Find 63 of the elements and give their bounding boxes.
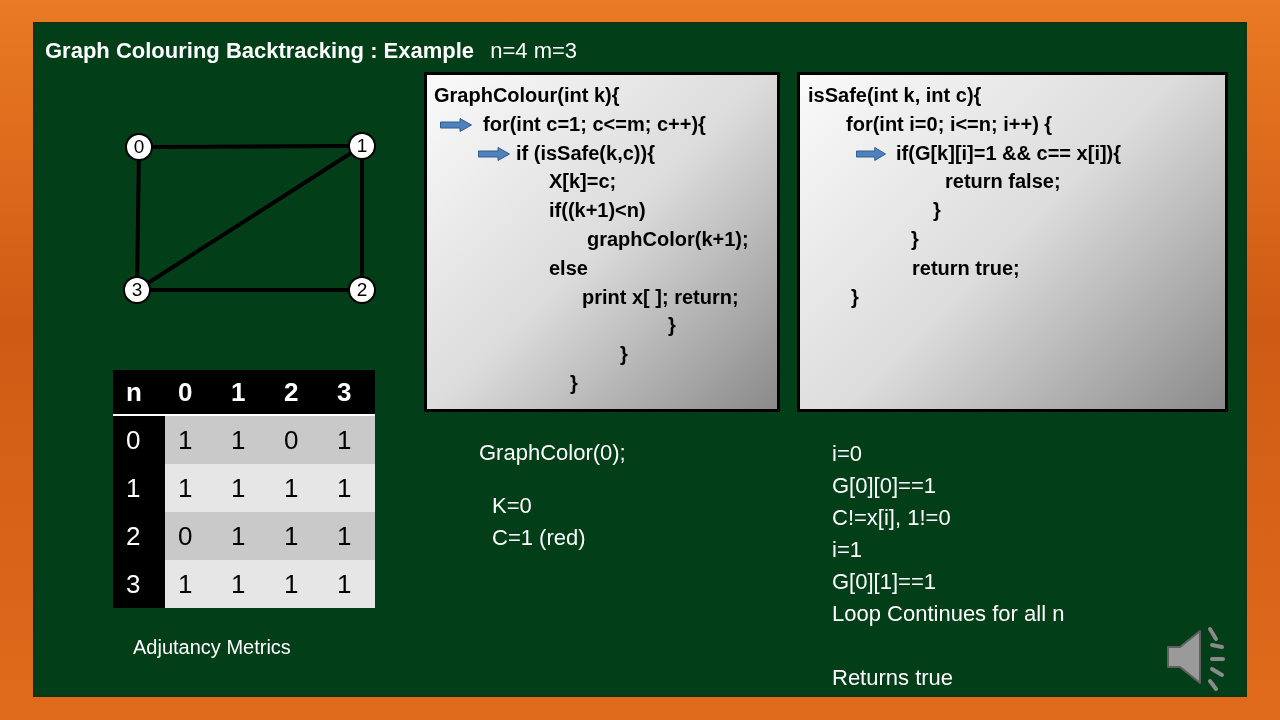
code-line: print x[ ]; return; <box>582 284 739 309</box>
table-cell: 1 <box>324 560 375 608</box>
table-cell: 1 <box>165 464 218 512</box>
graph-edge <box>153 144 348 149</box>
graph-edge <box>147 151 352 285</box>
table-cell: 1 <box>165 416 218 464</box>
table-cell: 1 <box>324 416 375 464</box>
trace-text: i=0 <box>832 441 862 467</box>
code-line: else <box>549 255 588 280</box>
code-panel <box>424 72 780 412</box>
trace-text: K=0 <box>492 493 532 519</box>
slide-title: Graph Colouring Backtracking : Example n=4 m=3 <box>45 38 578 64</box>
trace-text: C!=x[i], 1!=0 <box>832 505 951 531</box>
code-panel <box>797 72 1228 412</box>
code-line: isSafe(int k, int c){ <box>808 83 982 107</box>
table-cell: 1 <box>218 464 271 512</box>
trace-text: Returns true <box>832 665 954 691</box>
trace-text: C=1 (red) <box>492 525 586 551</box>
code-line: return true; <box>912 255 1020 280</box>
table-caption: Adjutancy Metrics <box>133 635 291 660</box>
code-line: if((k+1)<n) <box>549 198 646 223</box>
table-header-cell: 0 <box>113 416 165 464</box>
code-line: X[k]=c; <box>549 169 617 194</box>
code-line: if(G[k][i]=1 && c== x[i]){ <box>896 140 1122 165</box>
graph-edge <box>151 288 348 292</box>
table-header-cell: 3 <box>113 560 165 608</box>
table-cell: 1 <box>271 512 324 560</box>
code-line: for(int i=0; i<=n; i++) { <box>846 111 1053 136</box>
code-line: } <box>911 227 919 251</box>
code-line: } <box>851 284 859 309</box>
table-cell: 1 <box>218 416 271 464</box>
table-header-cell: 1 <box>113 464 165 512</box>
code-line: for(int c=1; c<=m; c++){ <box>483 111 706 136</box>
table-header-cell: n <box>113 370 165 416</box>
table-cell: 0 <box>271 416 324 464</box>
code-line: if (isSafe(k,c)){ <box>516 140 655 165</box>
code-line: graphColor(k+1); <box>587 227 749 251</box>
table-cell: 1 <box>324 512 375 560</box>
table-header-cell: 2 <box>113 512 165 560</box>
table-cell: 1 <box>218 512 271 560</box>
code-line: } <box>933 198 941 223</box>
table-header-cell: 1 <box>218 370 271 416</box>
trace-text: GraphColor(0); <box>479 440 626 466</box>
table-cell: 1 <box>271 560 324 608</box>
trace-text: i=1 <box>832 537 862 563</box>
table-cell: 1 <box>324 464 375 512</box>
table-cell: 1 <box>271 464 324 512</box>
trace-text: G[0][0]==1 <box>832 473 936 499</box>
table-cell: 0 <box>165 512 218 560</box>
table-header-cell: 2 <box>271 370 324 416</box>
code-line: return false; <box>945 169 1061 194</box>
table-header-cell: 0 <box>165 370 218 416</box>
graph-edge <box>360 160 364 276</box>
graph-edge <box>135 160 141 277</box>
code-line: } <box>570 371 578 395</box>
code-line: GraphColour(int k){ <box>434 83 620 107</box>
table-cell: 1 <box>165 560 218 608</box>
table-header-cell: 3 <box>324 370 375 416</box>
table-cell: 1 <box>218 560 271 608</box>
code-line: } <box>620 342 628 367</box>
trace-text: Loop Continues for all n <box>832 601 1065 627</box>
trace-text: G[0][1]==1 <box>832 569 936 595</box>
code-line: } <box>668 313 676 338</box>
